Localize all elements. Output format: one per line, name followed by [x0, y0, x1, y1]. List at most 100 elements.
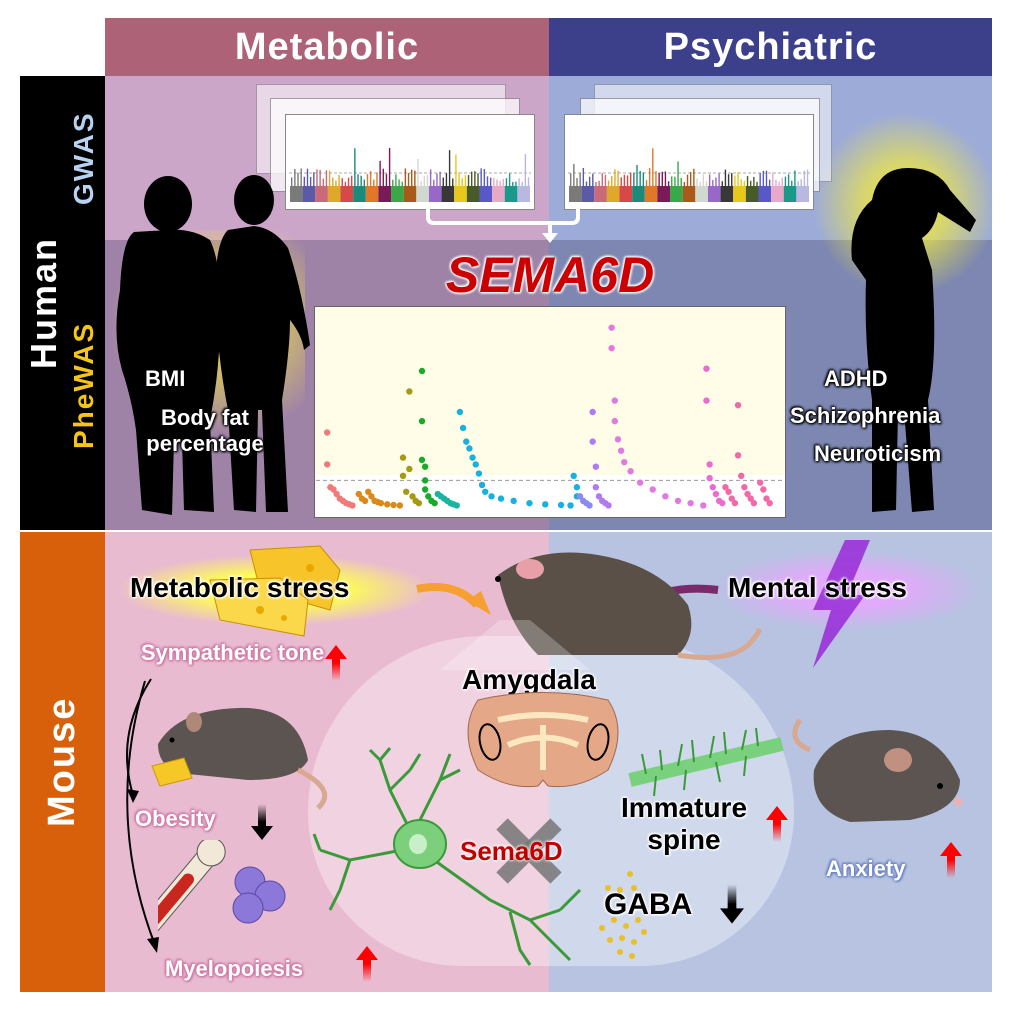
gwas-peak [598, 180, 600, 186]
phewas-point-g6 [542, 501, 549, 508]
chromosome-block [327, 186, 341, 202]
gwas-peak [661, 171, 663, 186]
phewas-point-g2 [396, 502, 404, 509]
chromosome-block [644, 186, 658, 202]
gwas-peak [325, 170, 328, 186]
chromosome-block [517, 186, 530, 202]
chromosome-block [632, 186, 645, 202]
phewas-point-g11 [728, 495, 735, 502]
gwas-peak [351, 175, 353, 186]
phewas-point-g4 [418, 367, 426, 375]
gwas-metabolic-manhattan [285, 114, 535, 210]
gwas-peak [398, 179, 400, 186]
phewas-point-g9 [611, 397, 618, 404]
gwas-peak [759, 173, 761, 186]
gwas-peak [489, 177, 492, 186]
phewas-point-g9 [621, 458, 628, 466]
trait-bmi: BMI [145, 366, 186, 391]
gwas-peak [417, 159, 419, 186]
gwas-peak [448, 150, 451, 186]
phewas-point-g10 [706, 474, 713, 482]
gwas-peak [784, 176, 787, 186]
gwas-peak [363, 179, 366, 186]
chromosome-block [315, 186, 328, 202]
phewas-point-g9 [627, 468, 634, 475]
gwas-peak [705, 181, 708, 186]
merge-bracket-arrow [426, 207, 580, 243]
phewas-point-g9 [636, 479, 644, 486]
gwas-peak [655, 171, 657, 186]
gwas-peak [347, 177, 350, 186]
gwas-peak [452, 178, 454, 186]
phewas-point-g11 [741, 484, 748, 491]
phewas-point-g11 [760, 486, 767, 493]
gwas-label: GWAS [68, 111, 99, 205]
phewas-point-g11 [725, 488, 732, 495]
header-metabolic: Metabolic [105, 18, 549, 76]
gwas-peak [524, 154, 527, 186]
chromosome-block [682, 186, 696, 202]
trait-body-fat-text: Body fat percentage [146, 405, 264, 456]
gwas-peak [693, 168, 695, 186]
phewas-point-g7 [586, 502, 593, 509]
cheese-icon [209, 545, 341, 637]
gwas-peak [306, 168, 309, 186]
gwas-peak [677, 161, 679, 186]
phewas-point-g9 [700, 502, 707, 509]
gwas-peak [645, 180, 648, 186]
phewas-point-g2 [365, 488, 372, 495]
gwas-peak [585, 181, 588, 186]
gwas-peak [461, 178, 463, 186]
gwas-peak [652, 148, 654, 186]
gwas-peak [702, 174, 705, 186]
phewas-point-g6 [526, 499, 533, 507]
gwas-peak [617, 170, 619, 186]
chromosome-block [771, 186, 784, 202]
phewas-point-g8 [595, 493, 603, 500]
gwas-peak [313, 172, 315, 186]
phewas-label: PheWAS [68, 321, 99, 449]
phewas-point-g3 [402, 488, 410, 495]
chromosome-block [428, 186, 442, 202]
gwas-peak [360, 175, 362, 186]
chromosome-block [594, 186, 607, 202]
gwas-peak [686, 174, 689, 186]
gwas-peak [614, 169, 616, 186]
gwas-peak [332, 177, 334, 186]
gwas-peak [335, 180, 337, 186]
gwas-peak [316, 169, 318, 186]
gwas-peak [297, 172, 299, 186]
chromosome-block [569, 186, 582, 202]
chromosome-block [290, 186, 303, 202]
gwas-peak [595, 181, 597, 186]
gwas-peak [683, 181, 686, 186]
phewas-point-g11 [731, 499, 739, 507]
gwas-peak [806, 169, 809, 186]
chromosome-block [720, 186, 734, 202]
metabolic-stress-label: Metabolic stress [130, 572, 350, 603]
gwas-peak [718, 173, 720, 186]
gwas-peak [357, 174, 359, 186]
phewas-point-g1 [330, 486, 337, 493]
phewas-point-g2 [377, 499, 385, 507]
chromosome-block [365, 186, 379, 202]
gwas-peak [592, 173, 594, 186]
phewas-point-g11 [722, 484, 729, 491]
phewas-point-g6 [510, 497, 517, 505]
gwas-peak [639, 170, 641, 186]
chromosome-block [340, 186, 354, 202]
gwas-peak [607, 180, 610, 186]
gwas-peak [708, 174, 711, 186]
gwas-peak [623, 174, 626, 186]
phewas-point-g10 [706, 461, 713, 468]
phewas-point-g6 [475, 470, 483, 477]
phewas-point-g6 [573, 484, 581, 491]
gwas-peak [724, 169, 727, 186]
phewas-chart [314, 306, 786, 518]
phewas-point-g8 [589, 408, 596, 416]
chromosome-block [783, 186, 797, 202]
chromosome-block [707, 186, 721, 202]
gwas-peak [480, 168, 482, 186]
gwas-peak [626, 175, 629, 186]
gwas-peak [369, 171, 372, 186]
